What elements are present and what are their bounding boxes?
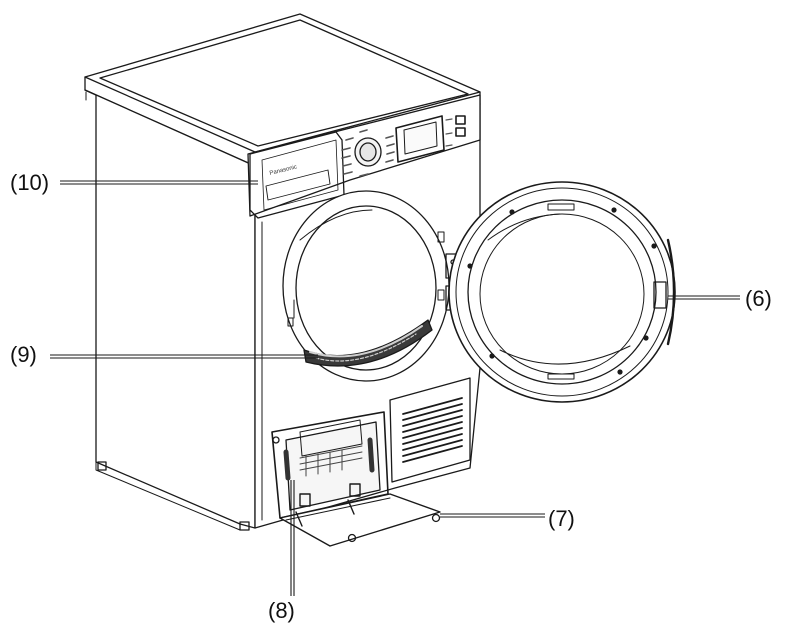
callout-10: (10) — [10, 170, 50, 195]
brand-display-window — [265, 169, 331, 201]
door-screws — [467, 207, 657, 375]
callout-7: (7) — [548, 506, 575, 531]
maintenance-flap — [279, 493, 441, 547]
foot-left — [97, 461, 107, 471]
dryer-top-inner — [99, 19, 469, 147]
door-handle — [653, 281, 667, 309]
vent-grille — [402, 397, 463, 463]
panel-button-2 — [455, 127, 466, 137]
door-outer — [448, 181, 676, 403]
vent-panel — [389, 377, 471, 483]
door-opening-inner — [295, 205, 437, 371]
condenser-unit — [285, 421, 381, 511]
condenser-handle-left — [283, 449, 291, 481]
leader-lines — [50, 180, 740, 596]
door-glass — [467, 199, 657, 385]
digital-display — [395, 115, 445, 163]
foot-right — [239, 521, 250, 531]
callout-8: (8) — [268, 598, 295, 623]
callout-9: (9) — [10, 342, 37, 367]
callout-6: (6) — [745, 286, 772, 311]
condenser-handle-right — [367, 437, 375, 473]
program-labels — [341, 129, 395, 177]
dryer-left-side — [84, 89, 256, 529]
panel-button-1 — [455, 115, 466, 125]
brand-panel-inner — [261, 139, 339, 211]
